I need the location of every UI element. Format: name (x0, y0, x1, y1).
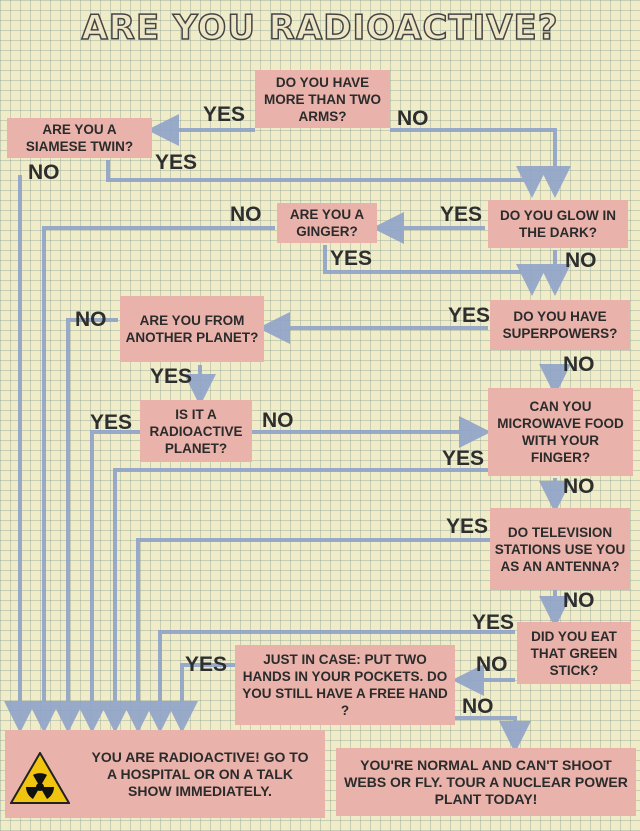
arrow-hands-yes (166, 663, 235, 733)
label-microwave-no: NO (563, 475, 595, 498)
arrow-siamese-yes (106, 160, 548, 198)
question-antenna: DO TELEVISION STATIONS USE YOU AS AN ANT… (490, 508, 630, 590)
label-super-no: NO (563, 353, 595, 376)
arrow-microwave-yes (99, 468, 488, 733)
arrow-stick-yes (144, 630, 515, 733)
label-planet-yes: YES (150, 365, 193, 388)
question-superpowers: DO YOU HAVE SUPERPOWERS? (490, 300, 630, 350)
arrow-antenna-yes (122, 538, 490, 733)
outcome-radioactive: YOU ARE RADIOACTIVE! GO TO A HOSPITAL OR… (5, 730, 325, 818)
arrow-hands-no (455, 716, 531, 753)
arrow-ginger-no (28, 226, 275, 733)
radiation-hazard-icon (10, 752, 70, 804)
diagram-title: Are you radioactive? (81, 7, 559, 49)
arrow-ginger-yes (323, 245, 548, 296)
label-planet-no: NO (75, 308, 107, 331)
question-another-planet: ARE YOU FROM ANOTHER PLANET? (120, 296, 264, 362)
label-glow-no: NO (565, 249, 597, 272)
label-rplanet-no: NO (262, 409, 294, 432)
question-siamese-twin: ARE YOU A SIAMESE TWIN? (7, 118, 152, 158)
label-siamese-yes: YES (155, 151, 198, 174)
label-hands-yes: YES (185, 653, 228, 676)
label-antenna-no: NO (563, 589, 595, 612)
question-green-stick: DID YOU EAT THAT GREEN STICK? (517, 622, 631, 684)
question-radioactive-planet: IS IT A RADIOACTIVE PLANET? (140, 400, 252, 462)
question-free-hand: JUST IN CASE: PUT TWO HANDS IN YOUR POCK… (235, 645, 455, 725)
question-glow-dark: DO YOU GLOW IN THE DARK? (488, 200, 628, 248)
label-antenna-yes: YES (446, 515, 489, 538)
label-stick-no: NO (476, 653, 508, 676)
label-glow-yes: YES (440, 203, 483, 226)
question-ginger: ARE YOU A GINGER? (277, 203, 377, 243)
question-microwave: CAN YOU MICROWAVE FOOD WITH YOUR FINGER? (488, 388, 633, 476)
outcome-normal: YOU'RE NORMAL AND CAN'T SHOOT WEBS OR FL… (336, 748, 636, 816)
label-super-yes: YES (448, 304, 491, 327)
label-rplanet-yes: YES (90, 411, 133, 434)
arrow-rplanet-yes (76, 430, 140, 733)
label-arms-yes: YES (203, 103, 246, 126)
label-arms-no: NO (397, 107, 429, 130)
question-more-arms: DO YOU HAVE MORE THAN TWO ARMS? (255, 70, 390, 128)
label-siamese-no: NO (28, 161, 60, 184)
label-ginger-yes: YES (330, 247, 373, 270)
label-stick-yes: YES (472, 611, 515, 634)
arrow-planet-no (52, 318, 118, 733)
label-hands-no: NO (462, 695, 494, 718)
arrow-arms-no (390, 128, 571, 198)
label-microwave-yes: YES (442, 447, 485, 470)
label-ginger-no: NO (230, 203, 262, 226)
